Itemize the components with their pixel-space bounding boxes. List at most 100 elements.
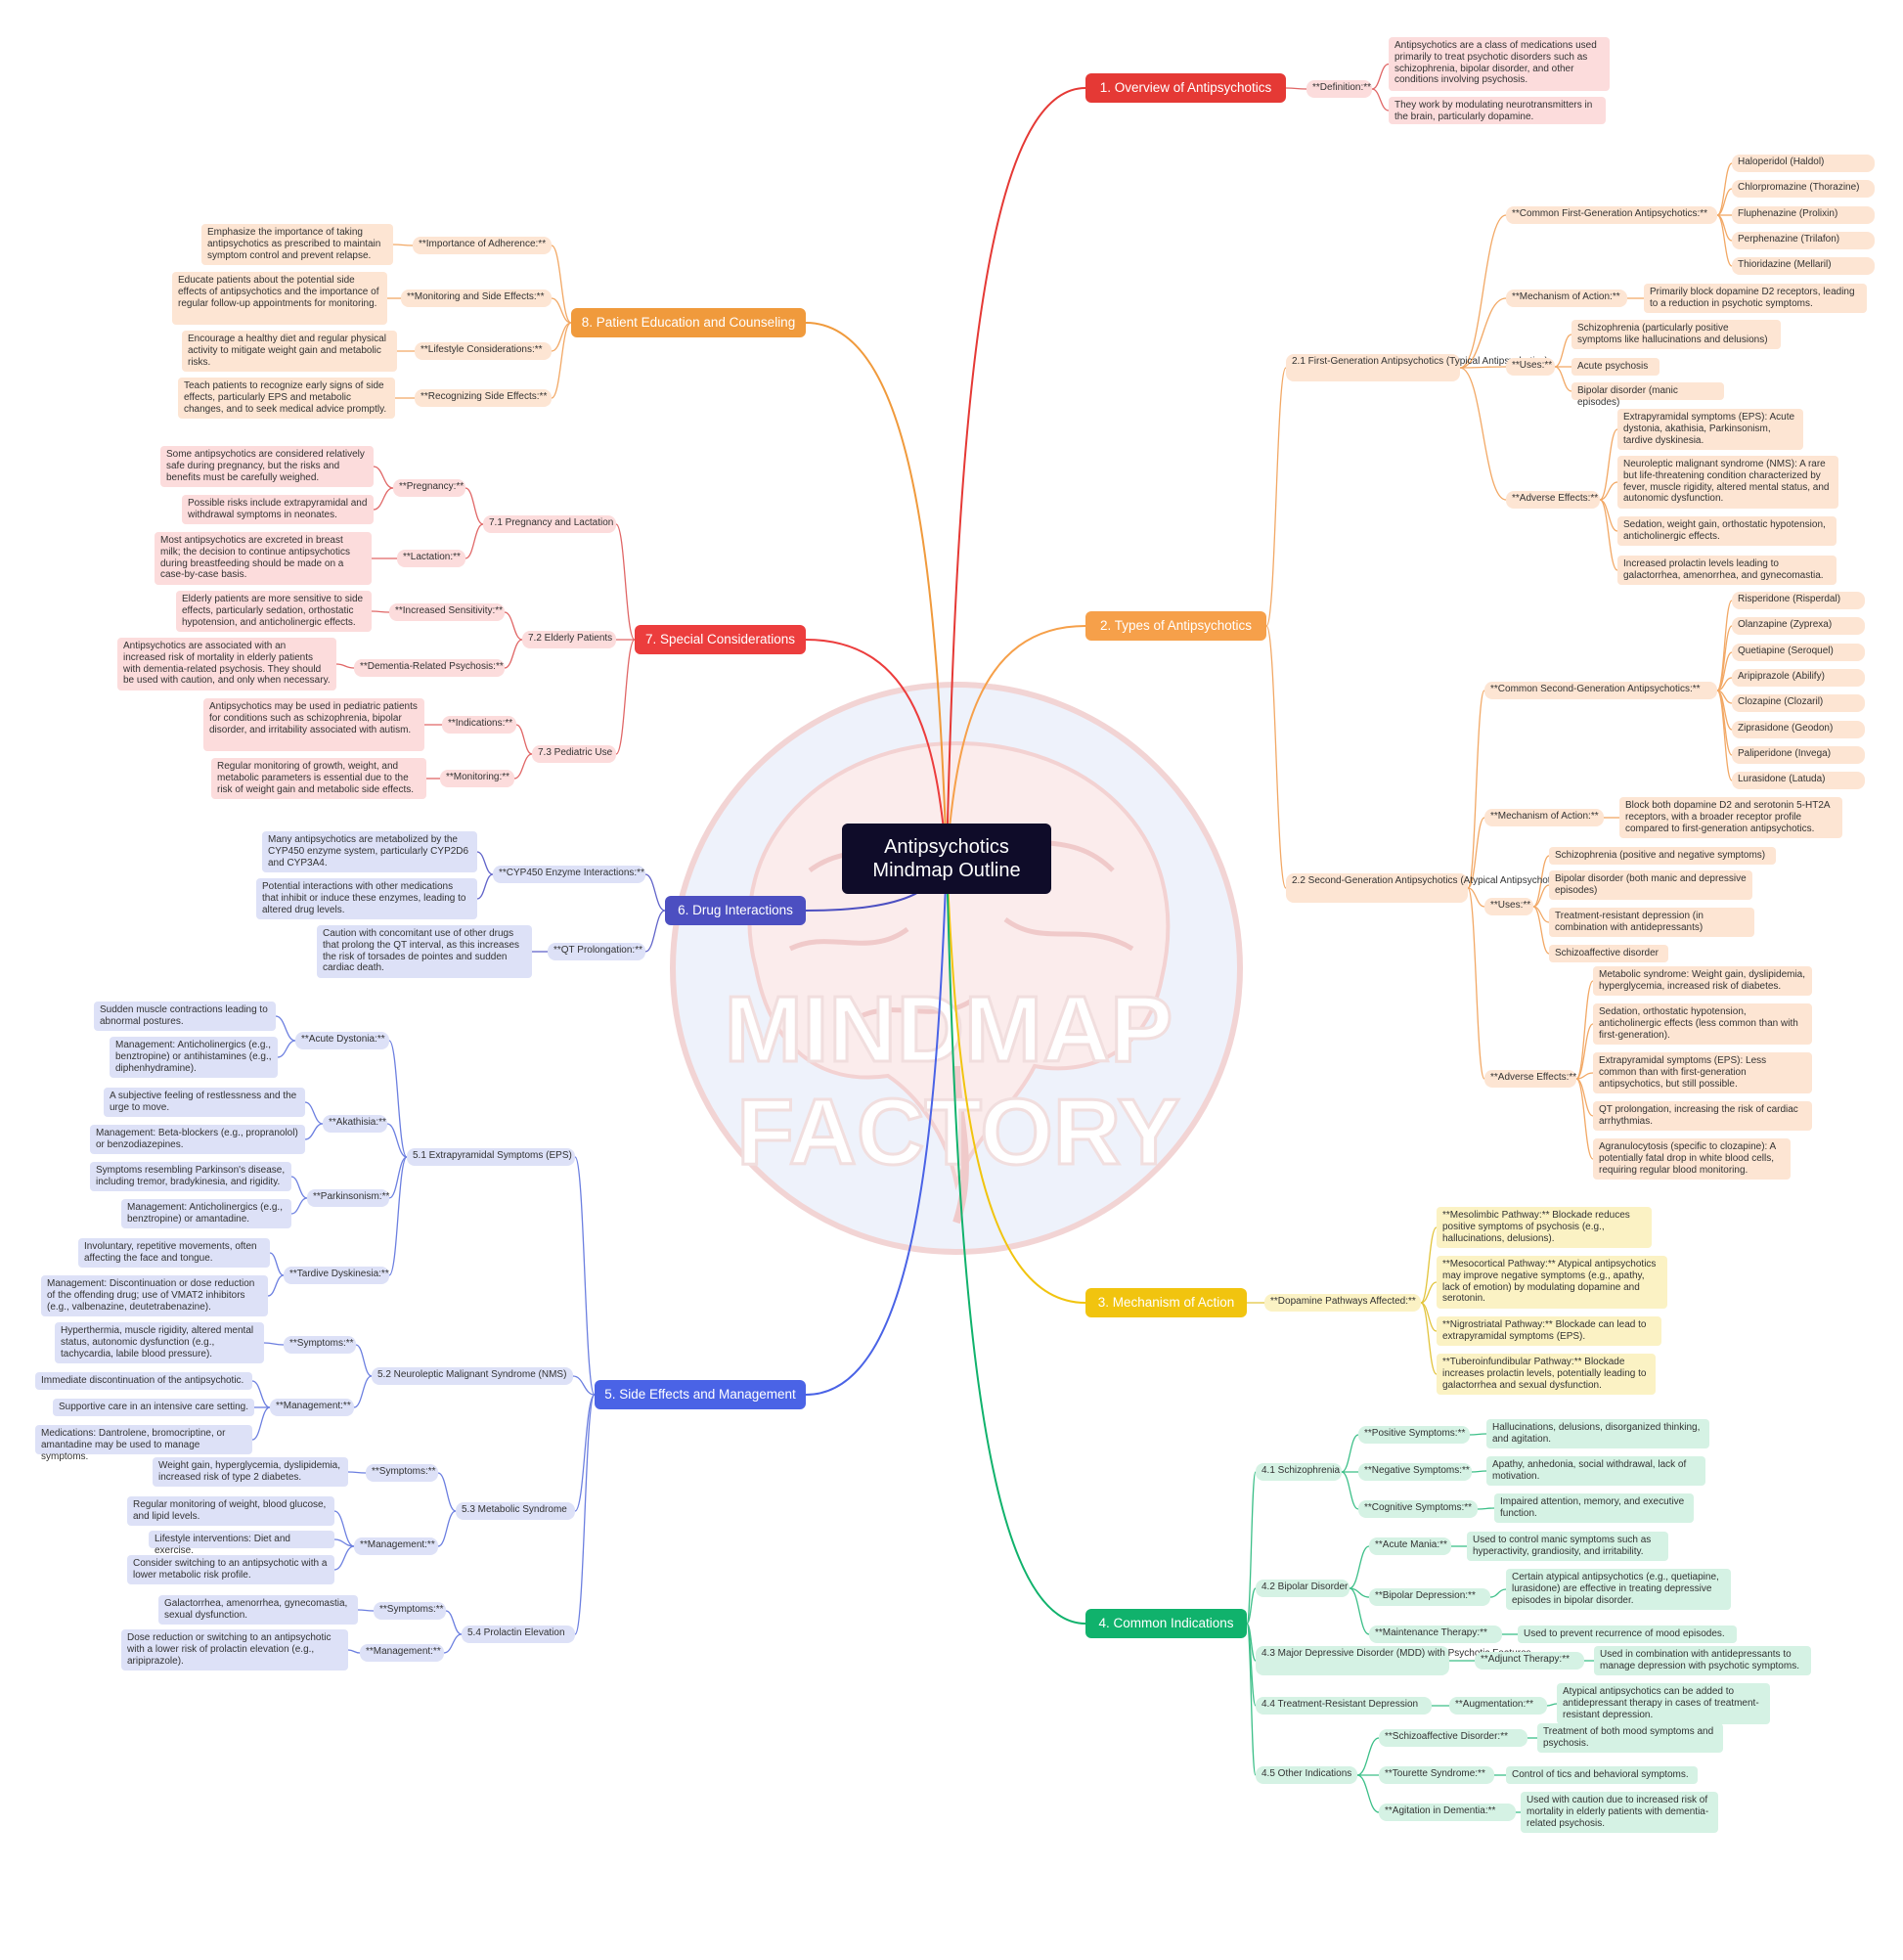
metabolic-symptoms-label[interactable]: **Symptoms:** — [366, 1464, 438, 1482]
pediatric-topic[interactable]: 7.3 Pediatric Use — [532, 745, 616, 763]
sga-drug[interactable]: Risperidone (Risperdal) — [1732, 592, 1865, 609]
parkinsonism-text[interactable]: Symptoms resembling Parkinson's disease,… — [90, 1162, 291, 1191]
tardive-dyskinesia-text[interactable]: Involuntary, repetitive movements, often… — [78, 1238, 270, 1268]
pediatric-indications-label[interactable]: **Indications:** — [442, 716, 516, 734]
positive-symptoms-label[interactable]: **Positive Symptoms:** — [1358, 1426, 1470, 1444]
sga-moa-label[interactable]: **Mechanism of Action:** — [1484, 809, 1604, 826]
prolactin-management-label[interactable]: **Management:** — [360, 1644, 444, 1662]
tardive-dyskinesia-management[interactable]: Management: Discontinuation or dose redu… — [41, 1275, 268, 1316]
dopamine-pathways-label[interactable]: **Dopamine Pathways Affected:** — [1264, 1294, 1421, 1312]
metabolic-management-item[interactable]: Lifestyle interventions: Diet and exerci… — [149, 1531, 334, 1556]
definition-label[interactable]: **Definition:** — [1306, 80, 1372, 98]
adherence-text[interactable]: Emphasize the importance of taking antip… — [201, 224, 393, 265]
metabolic-management-label[interactable]: **Management:** — [354, 1537, 438, 1555]
pathway-item[interactable]: **Mesocortical Pathway:** Atypical antip… — [1437, 1256, 1667, 1309]
schizoaffective-label[interactable]: **Schizoaffective Disorder:** — [1379, 1729, 1527, 1747]
monitoring-side-effects-label[interactable]: **Monitoring and Side Effects:** — [401, 290, 552, 307]
prolactin-symptoms-text[interactable]: Galactorrhea, amenorrhea, gynecomastia, … — [158, 1595, 358, 1625]
nms-management-item[interactable]: Immediate discontinuation of the antipsy… — [35, 1372, 252, 1390]
negative-symptoms-text[interactable]: Apathy, anhedonia, social withdrawal, la… — [1486, 1456, 1705, 1486]
lifestyle-text[interactable]: Encourage a healthy diet and regular phy… — [182, 331, 397, 372]
fga-drug[interactable]: Chlorpromazine (Thorazine) — [1732, 180, 1875, 198]
branch-drug-interactions[interactable]: 6. Drug Interactions — [665, 896, 806, 925]
increased-sensitivity-text[interactable]: Elderly patients are more sensitive to s… — [176, 591, 372, 632]
lactation-text[interactable]: Most antipsychotics are excreted in brea… — [155, 532, 372, 585]
agitation-dementia-text[interactable]: Used with caution due to increased risk … — [1521, 1792, 1718, 1833]
sga-adverse-label[interactable]: **Adverse Effects:** — [1484, 1070, 1576, 1088]
bipolar-topic[interactable]: 4.2 Bipolar Disorder — [1256, 1580, 1350, 1597]
akathisia-text[interactable]: A subjective feeling of restlessness and… — [104, 1088, 305, 1117]
metabolic-management-item[interactable]: Consider switching to an antipsychotic w… — [127, 1555, 334, 1584]
prolactin-symptoms-label[interactable]: **Symptoms:** — [374, 1602, 446, 1620]
fga-common-label[interactable]: **Common First-Generation Antipsychotics… — [1506, 206, 1717, 224]
qt-prolongation-label[interactable]: **QT Prolongation:** — [548, 943, 645, 960]
nms-symptoms-text[interactable]: Hyperthermia, muscle rigidity, altered m… — [55, 1322, 264, 1363]
acute-mania-label[interactable]: **Acute Mania:** — [1369, 1537, 1451, 1555]
schizophrenia-topic[interactable]: 4.1 Schizophrenia — [1256, 1463, 1342, 1481]
sga-drug[interactable]: Quetiapine (Seroquel) — [1732, 644, 1865, 661]
sga-drug[interactable]: Ziprasidone (Geodon) — [1732, 721, 1865, 738]
adjunct-therapy-label[interactable]: **Adjunct Therapy:** — [1475, 1652, 1584, 1670]
tourette-text[interactable]: Control of tics and behavioral symptoms. — [1506, 1766, 1698, 1784]
maintenance-therapy-label[interactable]: **Maintenance Therapy:** — [1369, 1626, 1502, 1643]
akathisia-management[interactable]: Management: Beta-blockers (e.g., propran… — [90, 1125, 305, 1154]
sga-drug[interactable]: Clozapine (Clozaril) — [1732, 694, 1865, 712]
lifestyle-label[interactable]: **Lifestyle Considerations:** — [415, 342, 552, 360]
sga-common-label[interactable]: **Common Second-Generation Antipsychotic… — [1484, 682, 1717, 699]
agitation-dementia-label[interactable]: **Agitation in Dementia:** — [1379, 1804, 1516, 1821]
fga-use-item[interactable]: Schizophrenia (particularly positive sym… — [1571, 320, 1781, 349]
cognitive-symptoms-text[interactable]: Impaired attention, memory, and executiv… — [1494, 1493, 1694, 1523]
acute-mania-text[interactable]: Used to control manic symptoms such as h… — [1467, 1532, 1668, 1561]
tourette-label[interactable]: **Tourette Syndrome:** — [1379, 1766, 1494, 1784]
fga-drug[interactable]: Thioridazine (Mellaril) — [1732, 257, 1875, 275]
fga-moa-label[interactable]: **Mechanism of Action:** — [1506, 290, 1627, 307]
fga-drug[interactable]: Perphenazine (Trilafon) — [1732, 232, 1875, 249]
adherence-label[interactable]: **Importance of Adherence:** — [413, 237, 552, 254]
sga-topic[interactable]: 2.2 Second-Generation Antipsychotics (At… — [1286, 873, 1566, 903]
fga-drug[interactable]: Fluphenazine (Prolixin) — [1732, 206, 1875, 224]
fga-uses-label[interactable]: **Uses:** — [1506, 358, 1555, 376]
sga-use-item[interactable]: Schizophrenia (positive and negative sym… — [1549, 847, 1776, 865]
pathway-item[interactable]: **Mesolimbic Pathway:** Blockade reduces… — [1437, 1207, 1652, 1248]
qt-prolongation-text[interactable]: Caution with concomitant use of other dr… — [317, 925, 532, 978]
cognitive-symptoms-label[interactable]: **Cognitive Symptoms:** — [1358, 1500, 1478, 1518]
pediatric-monitoring-label[interactable]: **Monitoring:** — [440, 770, 514, 787]
cyp450-label[interactable]: **CYP450 Enzyme Interactions:** — [493, 866, 645, 883]
sga-adverse-item[interactable]: Sedation, orthostatic hypotension, antic… — [1593, 1003, 1812, 1045]
metabolic-topic[interactable]: 5.3 Metabolic Syndrome — [456, 1502, 575, 1520]
branch-mechanism[interactable]: 3. Mechanism of Action — [1085, 1288, 1247, 1317]
bipolar-depression-text[interactable]: Certain atypical antipsychotics (e.g., q… — [1506, 1569, 1731, 1610]
sga-uses-label[interactable]: **Uses:** — [1484, 898, 1533, 915]
metabolic-symptoms-text[interactable]: Weight gain, hyperglycemia, dyslipidemia… — [153, 1457, 348, 1487]
branch-overview[interactable]: 1. Overview of Antipsychotics — [1085, 73, 1286, 103]
nms-symptoms-label[interactable]: **Symptoms:** — [284, 1336, 356, 1354]
branch-types[interactable]: 2. Types of Antipsychotics — [1085, 611, 1266, 641]
other-indications-topic[interactable]: 4.5 Other Indications — [1256, 1766, 1357, 1784]
branch-indications[interactable]: 4. Common Indications — [1085, 1609, 1247, 1638]
bipolar-depression-label[interactable]: **Bipolar Depression:** — [1369, 1588, 1490, 1606]
sga-drug[interactable]: Aripiprazole (Abilify) — [1732, 669, 1865, 687]
increased-sensitivity-label[interactable]: **Increased Sensitivity:** — [389, 603, 505, 621]
definition-text[interactable]: They work by modulating neurotransmitter… — [1389, 97, 1606, 124]
fga-moa-text[interactable]: Primarily block dopamine D2 receptors, l… — [1644, 284, 1867, 313]
branch-special-considerations[interactable]: 7. Special Considerations — [635, 625, 806, 654]
trd-topic[interactable]: 4.4 Treatment-Resistant Depression — [1256, 1697, 1432, 1715]
eps-topic[interactable]: 5.1 Extrapyramidal Symptoms (EPS) — [407, 1148, 575, 1166]
acute-dystonia-label[interactable]: **Acute Dystonia:** — [295, 1032, 389, 1049]
sga-drug[interactable]: Olanzapine (Zyprexa) — [1732, 617, 1865, 635]
nms-management-item[interactable]: Medications: Dantrolene, bromocriptine, … — [35, 1425, 252, 1462]
fga-adverse-item[interactable]: Increased prolactin levels leading to ga… — [1617, 556, 1837, 585]
augmentation-text[interactable]: Atypical antipsychotics can be added to … — [1557, 1683, 1770, 1724]
tardive-dyskinesia-label[interactable]: **Tardive Dyskinesia:** — [284, 1267, 389, 1284]
sga-adverse-item[interactable]: Extrapyramidal symptoms (EPS): Less comm… — [1593, 1052, 1812, 1093]
fga-adverse-item[interactable]: Sedation, weight gain, orthostatic hypot… — [1617, 516, 1837, 546]
pediatric-indications-text[interactable]: Antipsychotics may be used in pediatric … — [203, 698, 424, 751]
sga-adverse-item[interactable]: Metabolic syndrome: Weight gain, dyslipi… — [1593, 966, 1812, 996]
prolactin-topic[interactable]: 5.4 Prolactin Elevation — [462, 1626, 575, 1643]
schizoaffective-text[interactable]: Treatment of both mood symptoms and psyc… — [1537, 1723, 1723, 1753]
prolactin-management-text[interactable]: Dose reduction or switching to an antips… — [121, 1629, 348, 1670]
dementia-psychosis-text[interactable]: Antipsychotics are associated with an in… — [117, 638, 336, 690]
akathisia-label[interactable]: **Akathisia:** — [323, 1115, 387, 1133]
positive-symptoms-text[interactable]: Hallucinations, delusions, disorganized … — [1486, 1419, 1709, 1448]
monitoring-side-effects-text[interactable]: Educate patients about the potential sid… — [172, 272, 387, 325]
